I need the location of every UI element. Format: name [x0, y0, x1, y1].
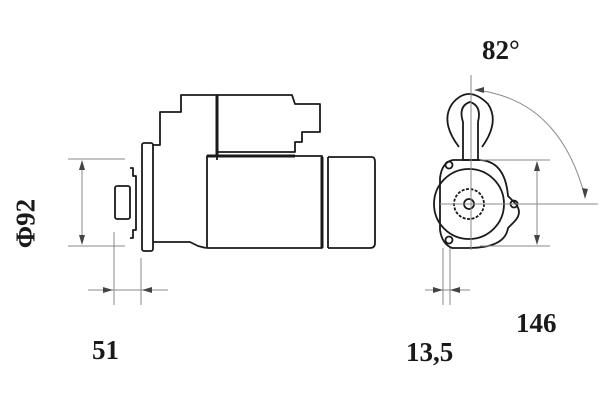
terminal-loop-inner — [460, 101, 480, 161]
arrow-icon — [534, 235, 540, 245]
terminal-loop-outer — [446, 93, 494, 148]
arrow-icon — [79, 160, 85, 170]
drive-housing-bottom — [153, 241, 207, 249]
side-view — [114, 94, 376, 252]
mount-hole — [444, 235, 454, 245]
nose-plate — [130, 167, 137, 239]
front-housing — [439, 159, 520, 249]
diameter-label: Φ92 — [10, 198, 41, 249]
side-view-dimensions — [68, 158, 168, 305]
arrow-icon — [582, 188, 588, 199]
arrow-icon — [433, 287, 443, 293]
arrow-icon — [103, 287, 113, 293]
arrow-icon — [534, 161, 540, 171]
angle-label: 82° — [482, 35, 520, 65]
pinion-stub — [114, 185, 131, 220]
solenoid — [216, 94, 321, 153]
mount-height-label: 146 — [516, 308, 557, 338]
arrow-icon — [142, 287, 152, 293]
arrow-icon — [450, 287, 460, 293]
front-view — [433, 93, 520, 249]
flange-length-label: 51 — [92, 335, 119, 365]
end-cap — [328, 156, 376, 249]
motor-body — [206, 155, 323, 249]
pinion-offset-label: 13,5 — [406, 337, 454, 367]
arrow-icon — [79, 235, 85, 245]
drive-housing-top — [153, 94, 218, 160]
mount-hole — [444, 160, 454, 170]
front-view-dimensions — [425, 75, 598, 305]
angle-arc — [475, 89, 586, 198]
mounting-flange — [141, 142, 154, 252]
arrow-icon — [474, 87, 484, 93]
